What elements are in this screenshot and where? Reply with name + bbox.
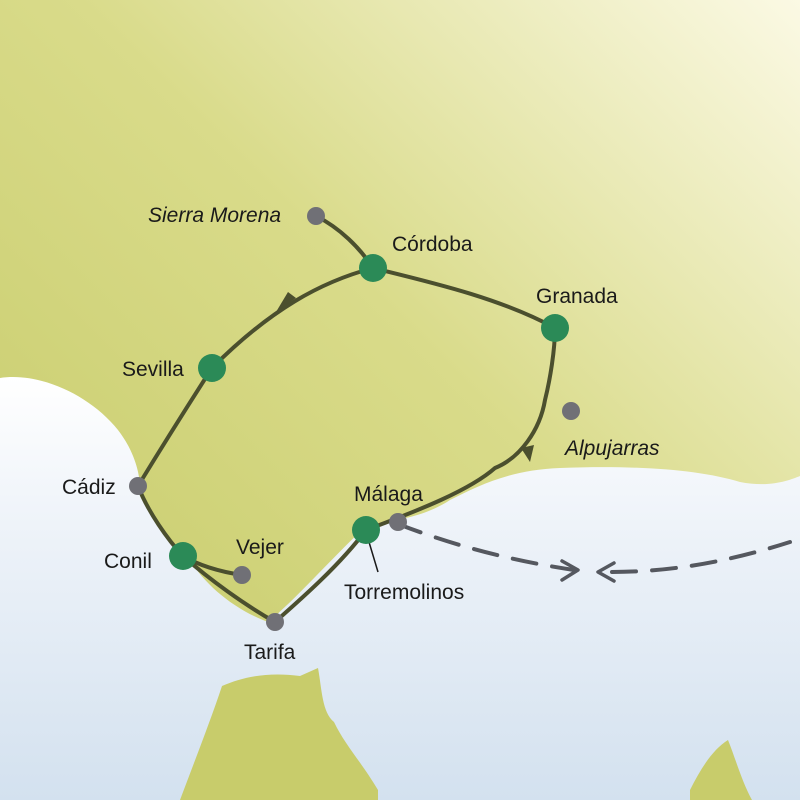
- labels: Sierra Morena Córdoba Granada Sevilla Al…: [62, 204, 660, 664]
- stop-tarifa: [266, 613, 284, 631]
- stop-malaga: [389, 513, 407, 531]
- label-conil: Conil: [104, 550, 152, 573]
- stop-cadiz: [129, 477, 147, 495]
- stop-torremolinos: [352, 516, 380, 544]
- stop-cordoba: [359, 254, 387, 282]
- stop-sevilla: [198, 354, 226, 382]
- stop-granada: [541, 314, 569, 342]
- route-sevilla-cadiz: [136, 366, 214, 488]
- label-sevilla: Sevilla: [122, 358, 184, 381]
- ferry-route: [396, 522, 792, 574]
- label-vejer: Vejer: [236, 536, 284, 559]
- africa-land: [180, 668, 378, 800]
- label-sierra-morena: Sierra Morena: [148, 204, 281, 227]
- stop-conil: [169, 542, 197, 570]
- label-granada: Granada: [536, 285, 618, 308]
- stop-vejer: [233, 566, 251, 584]
- stops: [129, 207, 580, 631]
- label-cadiz: Cádiz: [62, 476, 116, 499]
- label-cordoba: Córdoba: [392, 233, 473, 256]
- route-arrow-west: [276, 292, 296, 312]
- stop-alpujarras: [562, 402, 580, 420]
- label-malaga: Málaga: [354, 483, 423, 506]
- label-tarifa: Tarifa: [244, 641, 296, 664]
- route-tarifa-torremolinos: [273, 528, 368, 624]
- label-torremolinos: Torremolinos: [344, 581, 464, 604]
- route-torremolinos-granada: [364, 326, 557, 532]
- route-cordoba-granada: [371, 266, 557, 330]
- ferry-arrows: [560, 559, 616, 583]
- africa-land-east: [690, 740, 752, 800]
- route-arrow-north: [521, 445, 534, 462]
- label-alpujarras: Alpujarras: [563, 437, 660, 460]
- sea-area: [0, 377, 800, 800]
- stop-sierra-morena: [307, 207, 325, 225]
- route-cordoba-sevilla: [210, 266, 375, 370]
